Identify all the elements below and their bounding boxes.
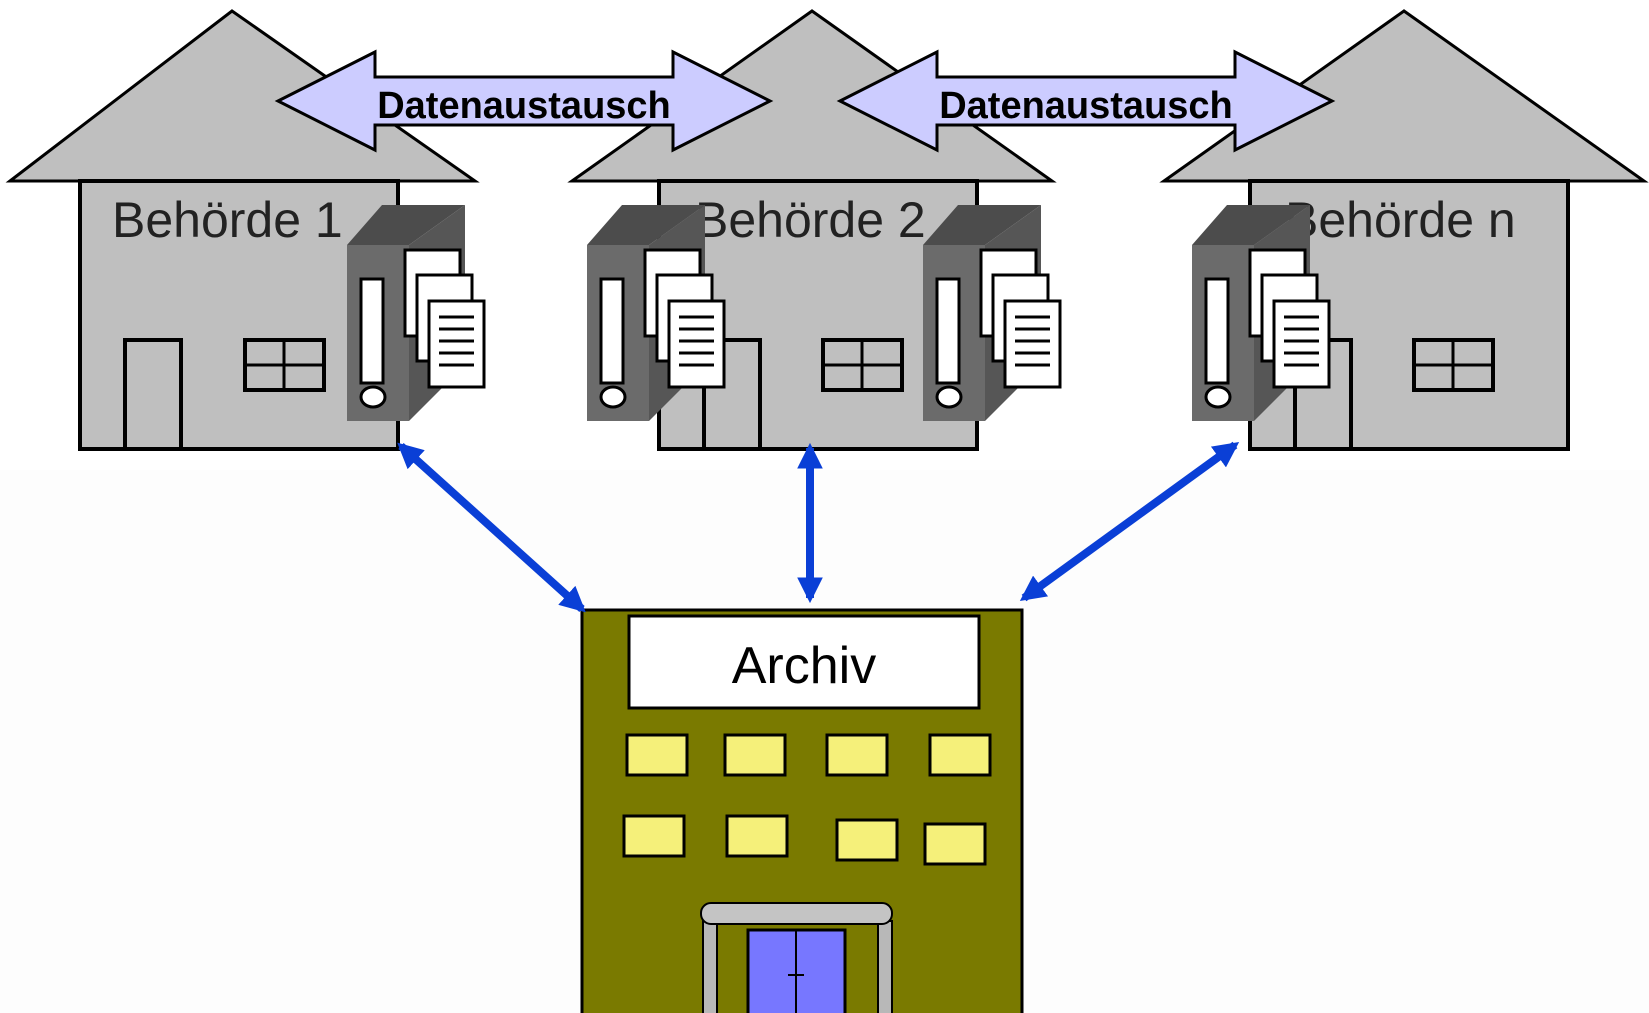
server-with-documents-icon-3 (923, 205, 1062, 421)
authority-label-n: Behörde n (1285, 192, 1516, 248)
archive-windows (622, 733, 992, 866)
archive-entrance (700, 902, 893, 1013)
archive-window (725, 814, 789, 858)
data-exchange-arrow-1: Datenaustausch (274, 49, 774, 153)
server-with-documents-icon-1 (347, 205, 486, 421)
archive-window (622, 814, 686, 858)
archive-building: Archiv (580, 608, 1024, 1013)
archive-label: Archiv (732, 637, 876, 695)
entrance-pillar-left (702, 920, 718, 1013)
entrance-pillar-right (877, 920, 893, 1013)
data-exchange-label-1: Datenaustausch (377, 85, 671, 127)
authority-label-1: Behörde 1 (112, 192, 343, 248)
archive-window (835, 818, 899, 862)
archive-window (825, 733, 889, 777)
data-exchange-arrow-2: Datenaustausch (836, 49, 1336, 153)
house-1-window (243, 338, 326, 392)
archive-window (625, 733, 689, 777)
archive-window (928, 733, 992, 777)
data-exchange-label-2: Datenaustausch (939, 85, 1233, 127)
link-arrow-authority-n-archive (1019, 441, 1240, 602)
archive-window (923, 822, 987, 866)
house-n-window (1412, 338, 1495, 392)
link-arrow-authority-1-archive (397, 442, 586, 613)
house-1-door (123, 338, 183, 451)
archive-window (723, 733, 787, 777)
server-with-documents-icon-4 (1192, 205, 1331, 421)
authority-label-2: Behörde 2 (695, 192, 926, 248)
archive-sign (627, 614, 981, 710)
server-with-documents-icon-2 (587, 205, 726, 421)
archive-links (397, 441, 1240, 613)
entrance-canopy (700, 902, 893, 925)
house-2-window (821, 338, 904, 392)
